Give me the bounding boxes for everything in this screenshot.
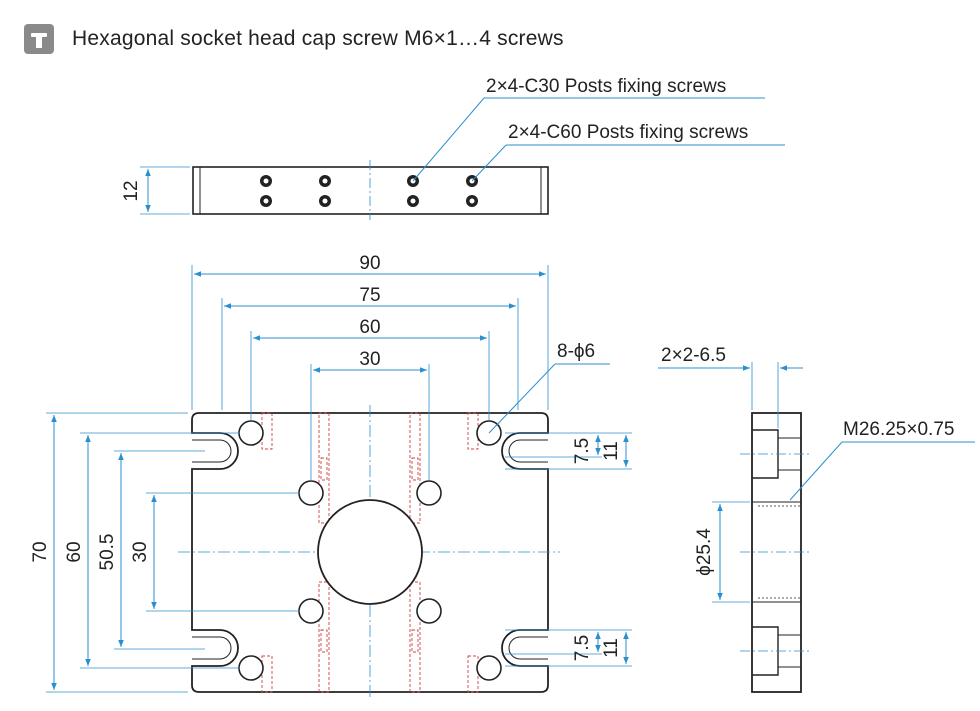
screw-hole-icon	[466, 195, 478, 207]
top-view: 12 2×4-C30 Posts fixing screws 2×4-C60 P…	[121, 76, 785, 220]
dim-height-60: 60	[64, 541, 85, 562]
screw-icon	[24, 24, 54, 54]
hidden-tapped-holes	[261, 412, 479, 693]
hole-icon	[298, 598, 324, 624]
screw-hole-icon	[319, 175, 331, 187]
dim-width-60: 60	[359, 317, 380, 338]
dim-slot-7-5-top: 7.5	[572, 438, 593, 464]
side-view: 2×2-6.5 M26.25×0.75 ϕ25.4	[658, 345, 975, 693]
screw-hole-icon	[319, 195, 331, 207]
dim-height-30: 30	[130, 541, 151, 562]
callout-c60-screws: 2×4-C60 Posts fixing screws	[508, 122, 748, 143]
screw-hole-icon	[407, 195, 419, 207]
dim-width-90: 90	[359, 253, 380, 274]
dim-height-70: 70	[30, 541, 51, 562]
hole-icon	[476, 655, 502, 681]
dim-height-12: 12	[121, 180, 142, 201]
hole-icon	[238, 420, 264, 446]
screw-hole-icon	[260, 195, 272, 207]
dim-slot-11-top: 11	[601, 441, 622, 461]
header-title: Hexagonal socket head cap screw M6×1…4 s…	[72, 27, 564, 50]
hole-icon	[416, 598, 442, 624]
side-view-outline	[751, 412, 802, 693]
dim-slot-11-bottom: 11	[601, 638, 622, 658]
callout-c30-screws: 2×4-C30 Posts fixing screws	[486, 76, 726, 97]
front-view: 90 75 60 30 70 60 50.5 30	[30, 253, 632, 700]
hole-icon	[238, 655, 264, 681]
top-view-outline	[192, 166, 549, 215]
header: Hexagonal socket head cap screw M6×1…4 s…	[24, 22, 564, 56]
dim-diameter-25-4: ϕ25.4	[694, 528, 715, 576]
callout-thread: M26.25×0.75	[843, 419, 954, 440]
callout-side-holes: 2×2-6.5	[661, 345, 726, 366]
callout-holes-8-phi6: 8-ϕ6	[557, 341, 595, 362]
center-bore	[317, 499, 423, 605]
hole-icon	[416, 480, 442, 506]
dim-width-30: 30	[359, 349, 380, 370]
dim-slot-7-5-bottom: 7.5	[572, 635, 593, 661]
screw-hole-icon	[260, 175, 272, 187]
dim-height-50-5: 50.5	[97, 534, 118, 571]
hole-icon	[298, 480, 324, 506]
dim-width-75: 75	[359, 285, 380, 306]
